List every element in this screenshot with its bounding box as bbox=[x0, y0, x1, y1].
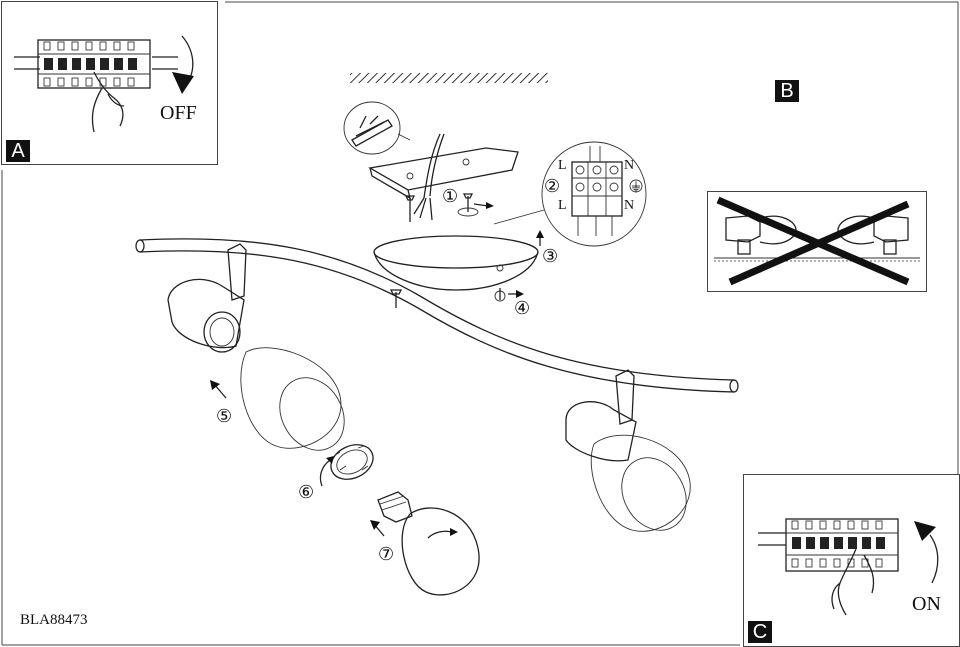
step-5-marker: ⑤ bbox=[216, 406, 233, 426]
panel-a-switch-off: OFF A bbox=[1, 1, 218, 165]
model-code: BLA88473 bbox=[20, 612, 88, 628]
step-1-marker: ① bbox=[442, 186, 459, 206]
lampholder-ring bbox=[330, 444, 374, 480]
wire-label-neutral-bottom: N bbox=[624, 198, 635, 213]
panel-c-switch-on: ON C bbox=[743, 474, 960, 647]
step-6-marker: ⑥ bbox=[298, 482, 315, 502]
ceiling-hatch bbox=[350, 73, 548, 83]
ceiling-canopy bbox=[373, 230, 544, 308]
curved-bar bbox=[139, 238, 735, 381]
right-spot-head bbox=[565, 369, 637, 462]
wire-label-neutral-top: N bbox=[624, 158, 635, 173]
step-7-marker: ⑦ bbox=[378, 544, 395, 564]
earth-symbol-icon: ⏚ bbox=[630, 180, 643, 194]
step-4-marker: ④ bbox=[514, 298, 531, 318]
panel-a-letter: A bbox=[6, 140, 30, 162]
step-2-marker: ② bbox=[544, 176, 561, 196]
right-glass-shade bbox=[590, 434, 691, 532]
left-glass-shade bbox=[240, 347, 345, 451]
step-3-marker: ③ bbox=[542, 246, 559, 266]
panel-b-letter: B bbox=[775, 80, 799, 102]
breaker-off-illustration bbox=[14, 35, 194, 133]
wire-label-live-bottom: L bbox=[558, 198, 567, 213]
terminal-block-detail bbox=[493, 141, 647, 247]
incorrect-mounting-illustration bbox=[714, 196, 920, 286]
on-label: ON bbox=[912, 593, 941, 615]
off-label: OFF bbox=[160, 102, 197, 124]
panel-b-incorrect-mounting bbox=[707, 191, 927, 292]
wall-plug-detail bbox=[343, 101, 411, 155]
breaker-on-illustration bbox=[758, 518, 939, 616]
light-bulb bbox=[377, 491, 480, 596]
left-spot-head bbox=[167, 243, 247, 353]
ceiling-screws bbox=[404, 193, 494, 222]
mounting-bracket bbox=[368, 133, 519, 221]
panel-c-letter: C bbox=[748, 621, 772, 643]
wire-label-live-top: L bbox=[558, 158, 567, 173]
